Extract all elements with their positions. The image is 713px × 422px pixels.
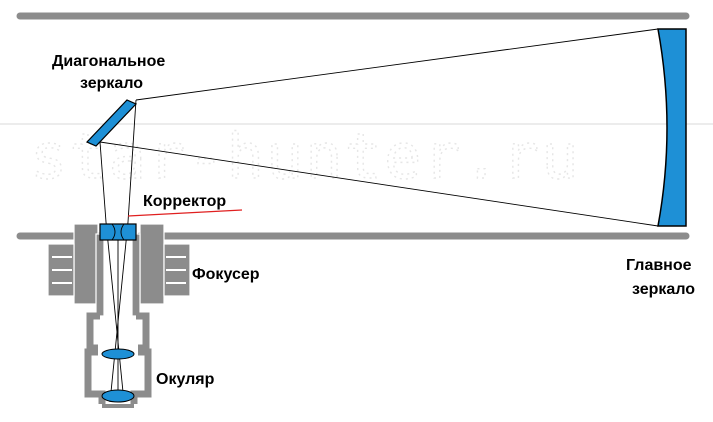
label-focuser: Фокусер [192,266,260,283]
label-corrector: Корректор [143,193,226,210]
drawtube-left-wall [95,233,105,317]
ray-upper [135,28,659,101]
light-rays [99,28,659,403]
ray-down-right [127,99,137,223]
label-primary-mirror-line2: зеркало [632,281,695,298]
corrector-underline [127,209,243,217]
diagonal-mirror [85,99,138,147]
drawtube-right-wall [131,233,141,317]
label-primary-mirror-line1: Главное [626,257,692,274]
corrector-lens [99,223,137,241]
focuser-assembly [47,223,191,317]
primary-mirror [657,28,687,227]
ray-eyepiece-1 [105,221,125,403]
ray-down-left [99,141,107,223]
eyepiece-eye-lens [101,389,135,403]
watermark: star-hunter.ru [30,120,581,193]
label-eyepiece: Окуляр [156,371,215,388]
focuser-body-left [73,223,99,305]
ray-eyepiece-2 [109,221,129,403]
label-diagonal-mirror-line1: Диагональное [52,53,165,70]
focuser-body-right [139,223,165,305]
ray-lower [99,141,659,227]
eyepiece-field-lens [101,348,135,360]
label-diagonal-mirror-line2: зеркало [80,75,143,92]
